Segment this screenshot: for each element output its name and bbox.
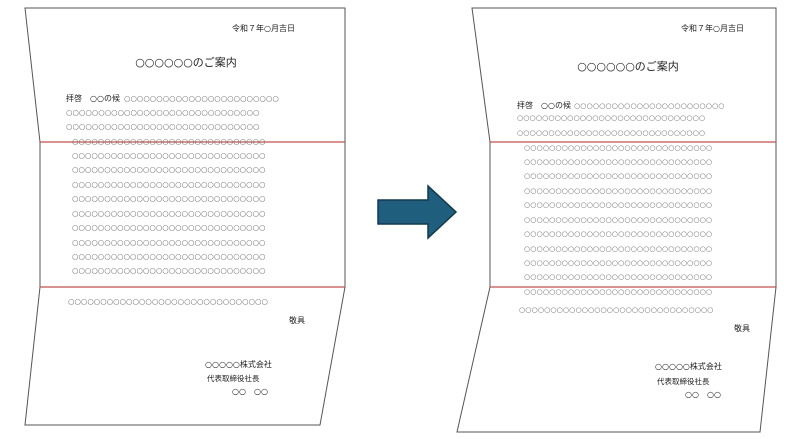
- letter-closing: 敬具: [289, 315, 305, 325]
- company-name: ○○○○○株式会社: [655, 361, 722, 371]
- signer-name: ○○ ○○: [685, 390, 721, 399]
- letter-date: 令和７年○月吉日: [681, 23, 744, 33]
- placeholder-text-line: ○○○○○○○○○○○○○○○○○○○○○○○○○○○○○○○: [68, 297, 268, 306]
- placeholder-text-line: ○○○○○○○○○○○○○○○○○○○○○○○○○○○○○○: [72, 194, 265, 203]
- body-text-placeholder: ○○○○○○○○○○○○○○○○○○○○○○○○○○○○○○○○○○○○○○○○…: [66, 94, 279, 306]
- placeholder-text-line: ○○○○○○○○○○○○○○○○○○○○○○○○○○○○○○: [524, 272, 712, 281]
- body-text-placeholder: ○○○○○○○○○○○○○○○○○○○○○○○○○○○○○○○○○○○○○○○○…: [517, 101, 725, 314]
- placeholder-text-line: ○○○○○○○○○○○○○○○○○○○○○○○○○○○○○○: [524, 157, 712, 166]
- letter-closing: 敬具: [734, 323, 750, 333]
- placeholder-text-line: ○○○○○○○○○○○○○○○○○○○○○○○○○○○○○○: [524, 244, 712, 253]
- placeholder-text-line: ○○○○○○○○○○○○○○○○○○○○○○○○○○○○○○○: [519, 305, 713, 314]
- company-name: ○○○○○株式会社: [205, 359, 272, 369]
- signer-name: ○○ ○○: [232, 387, 268, 396]
- placeholder-text-line: ○○○○○○○○○○○○○○○○○○○○○○○○○○○○○○: [72, 209, 265, 218]
- letter-salutation: 拝啓 ○○の候: [517, 100, 571, 110]
- placeholder-text-line: ○○○○○○○○○○○○○○○○○○○○○○○○○○○○○○: [72, 238, 265, 247]
- placeholder-text-line: ○○○○○○○○○○○○○○○○○○○○○○○○○○○○○○: [66, 108, 259, 117]
- placeholder-text-line: ○○○○○○○○○○○○○○○○○○○○○○○○○○○○○○: [72, 151, 265, 160]
- letter-title: ○○○○○○のご案内: [577, 59, 679, 73]
- placeholder-text-line: ○○○○○○○○○○○○○○○○○○○○○○○○○○○○○○: [524, 287, 712, 296]
- placeholder-text-line: ○○○○○○○○○○○○○○○○○○○○○○○○○○○○○○: [524, 171, 712, 180]
- placeholder-text-line: ○○○○○○○○○○○○○○○○○○○○○○○○○○○○○○: [524, 200, 712, 209]
- placeholder-text-line: ○○○○○○○○○○○○○○○○○○○○○○○○○○○○○○: [72, 252, 265, 261]
- letter-salutation: 拝啓 ○○の候: [66, 93, 120, 103]
- placeholder-text-line: ○○○○○○○○○○○○○○○○○○○○○○○○○○○○○○: [517, 128, 705, 137]
- placeholder-text-line: ○○○○○○○○○○○○○○○○○○○○○○○○○○○○○○: [517, 113, 705, 122]
- placeholder-text-line: ○○○○○○○○○○○○○○○○○○○○○○○○: [574, 101, 725, 110]
- letter-date: 令和７年○月吉日: [232, 23, 295, 33]
- signer-title: 代表取締役社長: [657, 376, 710, 386]
- placeholder-text-line: ○○○○○○○○○○○○○○○○○○○○○○○○○○○○○○: [72, 180, 265, 189]
- placeholder-text-line: ○○○○○○○○○○○○○○○○○○○○○○○○○○○○○○: [524, 215, 712, 224]
- paper-outline: [24, 286, 346, 426]
- letter-title: ○○○○○○のご案内: [135, 55, 237, 69]
- placeholder-text-line: ○○○○○○○○○○○○○○○○○○○○○○○○○○○○○○: [72, 137, 265, 146]
- signer-title: 代表取締役社長: [207, 373, 260, 383]
- placeholder-text-line: ○○○○○○○○○○○○○○○○○○○○○○○○○○○○○○: [524, 186, 712, 195]
- placeholder-text-line: ○○○○○○○○○○○○○○○○○○○○○○○○○○○○○○: [524, 143, 712, 152]
- folded-letter-before: 令和７年○月吉日 ○○○○○○のご案内 拝啓 ○○の候 ○○○○○○○○○○○○…: [24, 7, 346, 426]
- placeholder-text-line: ○○○○○○○○○○○○○○○○○○○○○○○○○○○○○○: [72, 266, 265, 275]
- placeholder-text-line: ○○○○○○○○○○○○○○○○○○○○○○○○○○○○○○: [72, 165, 265, 174]
- placeholder-text-line: ○○○○○○○○○○○○○○○○○○○○○○○○○○○○○○: [524, 258, 712, 267]
- folded-letter-after: 令和７年○月吉日 ○○○○○○のご案内 拝啓 ○○の候 ○○○○○○○○○○○○…: [456, 7, 777, 433]
- placeholder-text-line: ○○○○○○○○○○○○○○○○○○○○○○○○○○○○○○: [66, 122, 259, 131]
- right-arrow-icon: [377, 184, 458, 240]
- placeholder-text-line: ○○○○○○○○○○○○○○○○○○○○○○○○○○○○○○: [72, 223, 265, 232]
- placeholder-text-line: ○○○○○○○○○○○○○○○○○○○○○○○○: [124, 94, 279, 103]
- placeholder-text-line: ○○○○○○○○○○○○○○○○○○○○○○○○○○○○○○: [524, 229, 712, 238]
